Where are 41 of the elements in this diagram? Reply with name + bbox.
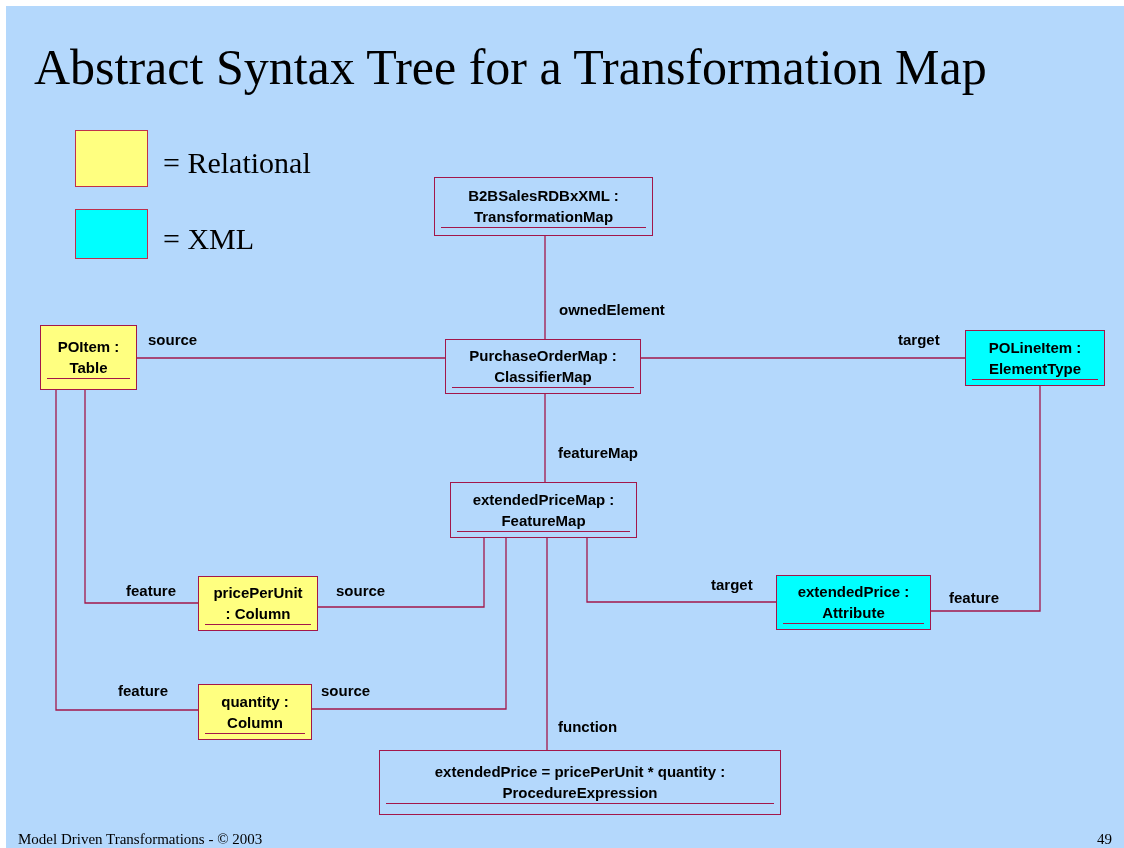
object-box	[198, 684, 312, 740]
footer-text: Model Driven Transformations - © 2003	[18, 832, 263, 847]
connector-line	[586, 537, 777, 603]
object-box	[379, 750, 781, 815]
edge-label: feature	[116, 683, 171, 698]
legend-label: = XML	[163, 224, 255, 254]
edge-label: feature	[947, 590, 1002, 605]
object-name: POLineItem : ElementType	[972, 336, 1098, 380]
legend-label: = Relational	[163, 148, 311, 178]
connector-line	[317, 537, 485, 608]
connector-line	[546, 537, 548, 751]
object-name: POItem : Table	[47, 336, 130, 379]
object-box	[450, 482, 637, 538]
object-box	[40, 325, 137, 390]
object-name: quantity : Column	[205, 690, 305, 734]
object-name: PurchaseOrderMap : ClassifierMap	[452, 345, 634, 388]
object-box	[445, 339, 641, 394]
connector-line	[544, 235, 546, 340]
object-name: pricePerUnit : Column	[205, 582, 311, 625]
edge-label: target	[896, 332, 942, 347]
edge-label: featureMap	[556, 445, 641, 460]
object-name: B2BSalesRDBxXML : TransformationMap	[441, 185, 646, 228]
connector-line	[84, 389, 199, 604]
page-number: 49	[1097, 832, 1112, 847]
object-box	[434, 177, 653, 236]
object-box	[965, 330, 1105, 386]
object-name: extendedPrice = pricePerUnit * quantity : ProcedureExpression	[386, 761, 774, 804]
edge-label: ownedElement	[557, 302, 667, 317]
connector-line	[930, 385, 1041, 612]
object-name: extendedPrice : Attribute	[783, 581, 924, 624]
edge-label: target	[709, 577, 755, 592]
connector-line	[640, 357, 966, 359]
connector-line	[311, 537, 507, 710]
object-name: extendedPriceMap : FeatureMap	[457, 488, 630, 532]
edge-label: function	[556, 719, 620, 734]
connector-line	[55, 389, 199, 711]
connector-line	[136, 357, 446, 359]
edge-label: feature	[124, 583, 179, 598]
object-box	[198, 576, 318, 631]
object-box	[776, 575, 931, 630]
connector-line	[544, 393, 546, 483]
